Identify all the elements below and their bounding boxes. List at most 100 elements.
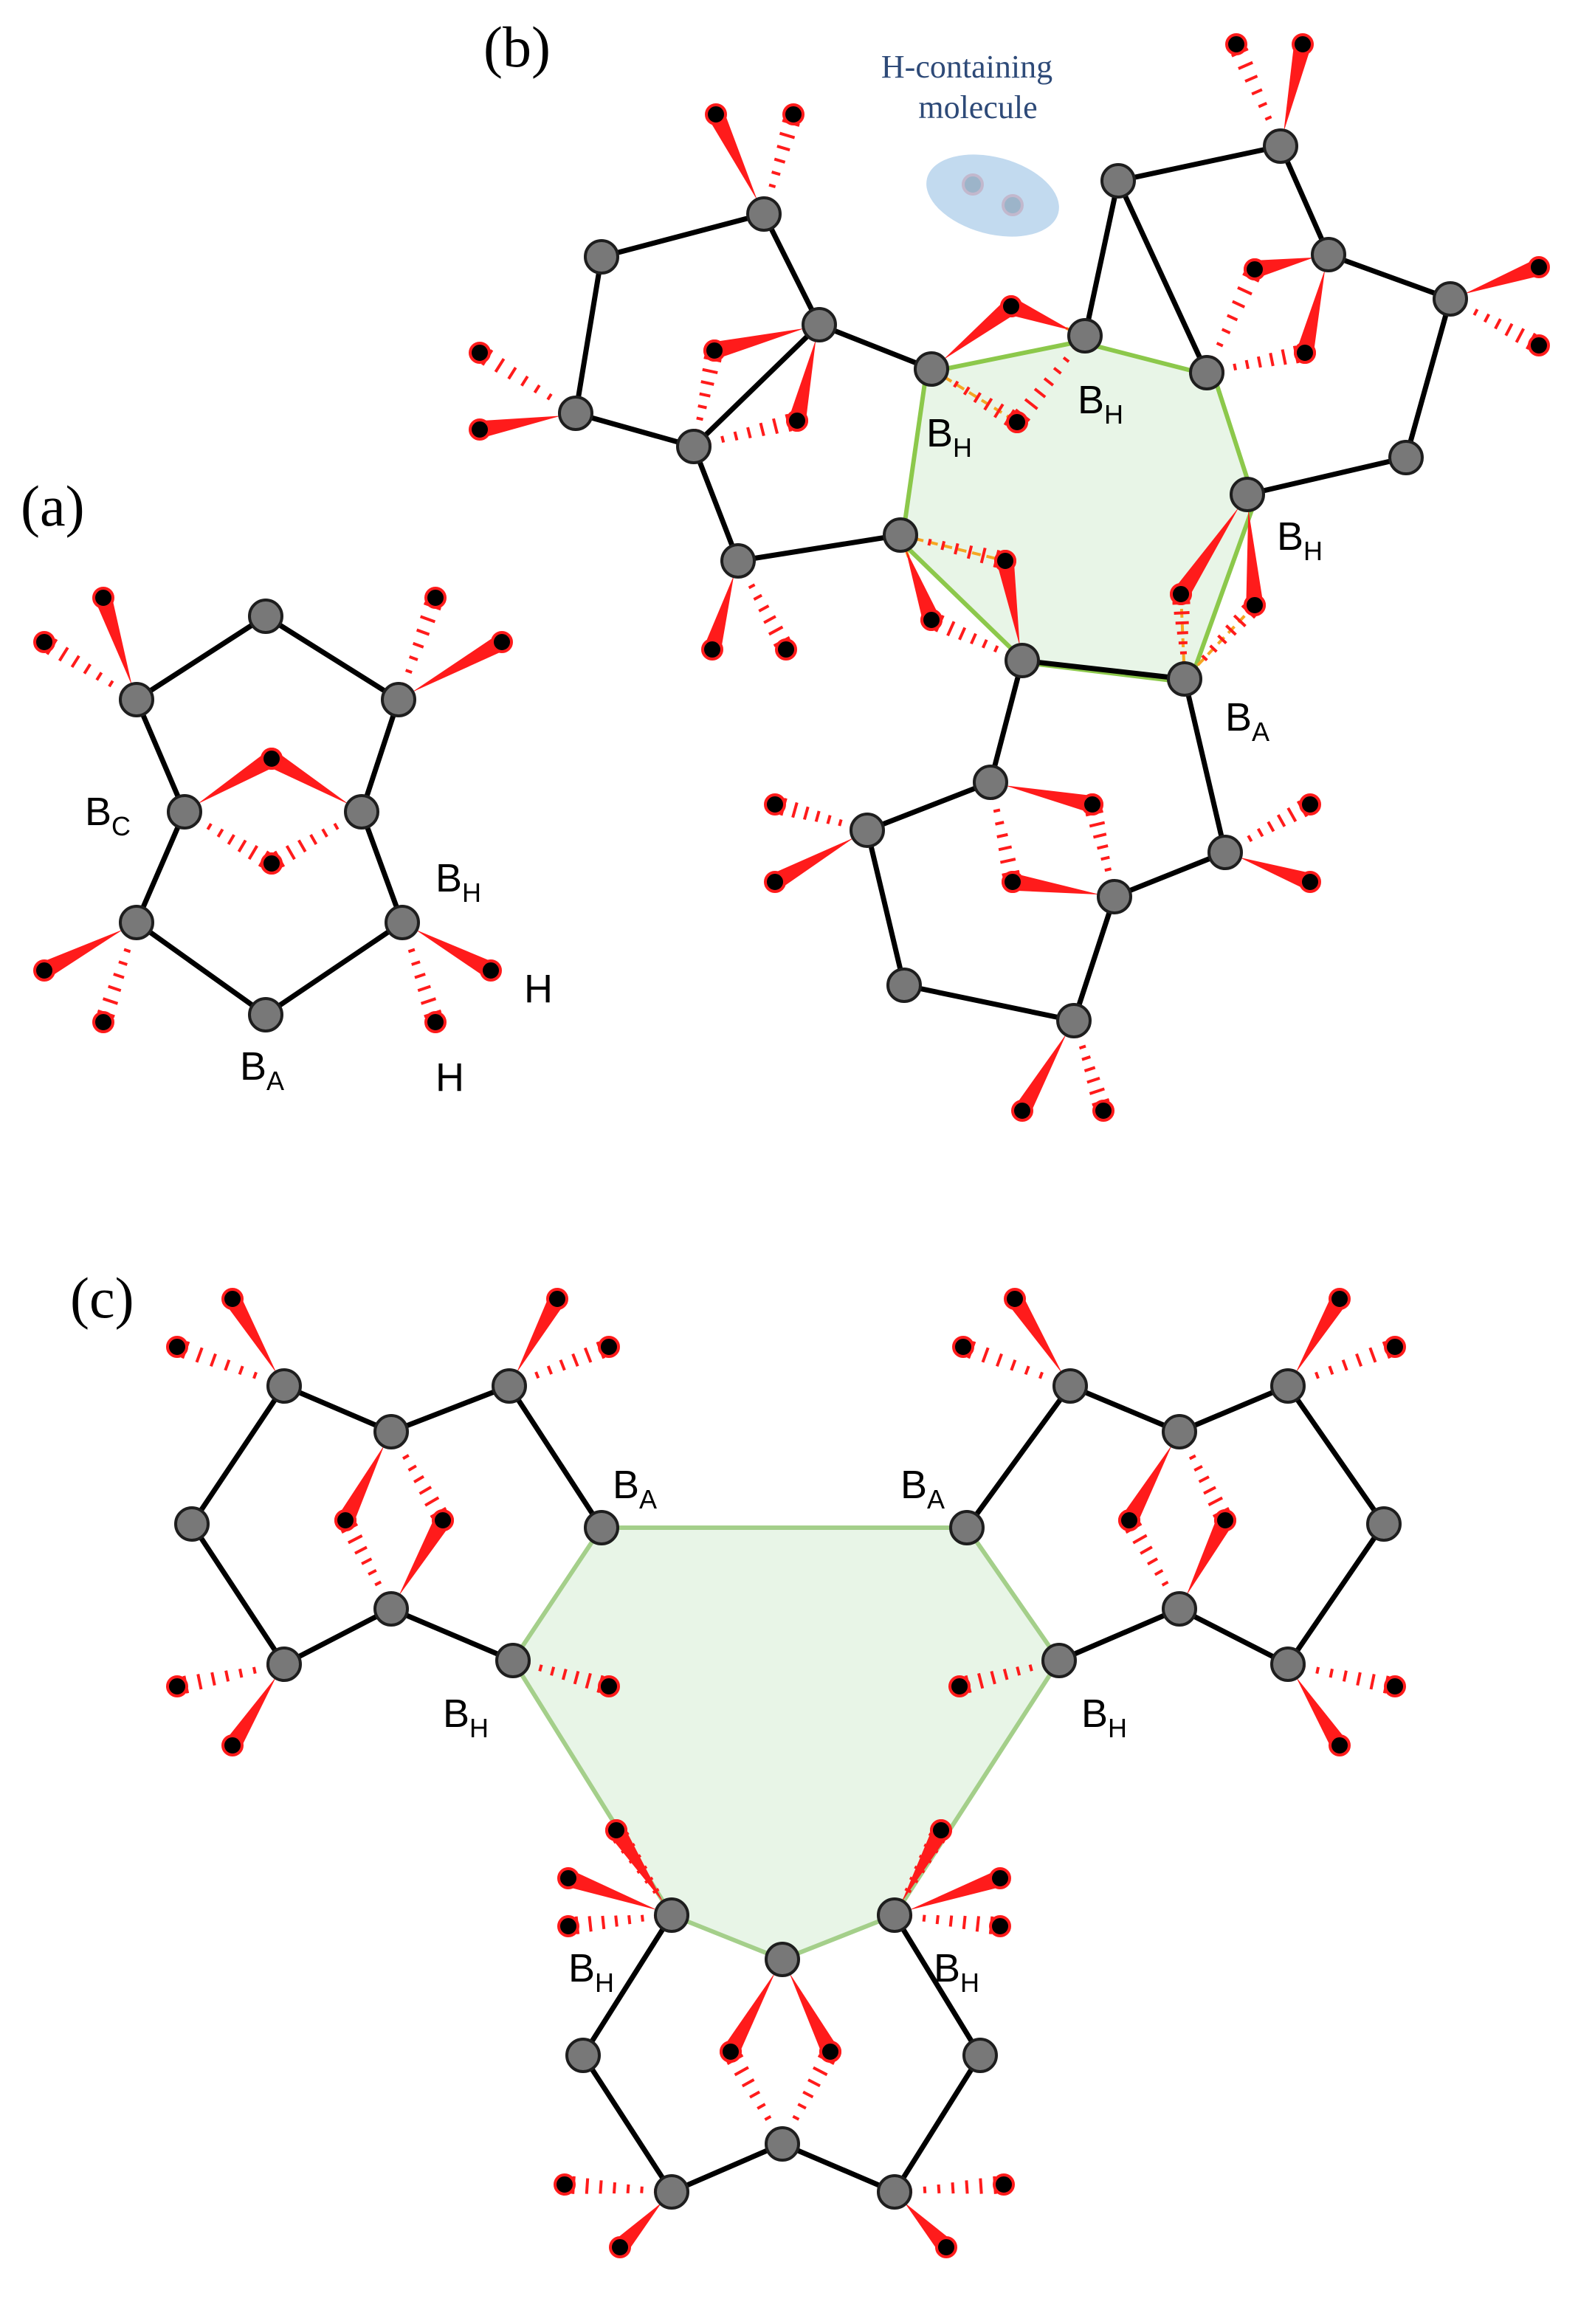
hydrogen-atom (546, 1288, 568, 1310)
hydrogen-atom (952, 1336, 974, 1358)
wedge-bond (790, 339, 816, 417)
label-ba-c1: BA (613, 1463, 657, 1514)
hydrogen-atom (554, 2173, 576, 2196)
boron-atom (1230, 477, 1265, 512)
boron-atom (914, 351, 949, 387)
wedge-bond (1258, 257, 1315, 277)
boron-atom (850, 813, 885, 848)
b-b-bond (1115, 143, 1284, 184)
hydrogen-atom (166, 1336, 188, 1358)
b-b-bond (816, 322, 934, 372)
boron-atom (886, 968, 922, 1003)
bond-layer (134, 143, 1453, 2195)
b-b-bond (599, 211, 767, 260)
b-b-bond (1285, 1383, 1387, 1527)
b-b-bond (189, 1521, 287, 1667)
hydrogen-atom (92, 1011, 114, 1033)
wedge-bond (1005, 785, 1089, 812)
boron-atom (1162, 1591, 1197, 1627)
hashed-bond (571, 2176, 658, 2194)
hydrogen-atom (1092, 1100, 1114, 1122)
hydrogen-atom (1000, 295, 1022, 317)
hydrogen-atom (819, 2041, 841, 2063)
b-b-bond (573, 254, 604, 416)
wedge-bond (1295, 1300, 1344, 1373)
hashed-bond (695, 356, 722, 433)
hydrogen-atom (609, 2236, 631, 2258)
hashed-bond (1236, 800, 1309, 847)
hydrogen-atom (1170, 583, 1192, 605)
hashed-bond (1300, 1341, 1391, 1383)
boron-atom (1311, 237, 1346, 272)
hydrogen-atom (480, 959, 502, 982)
wedge-bond (706, 575, 734, 646)
boron-atom (973, 765, 1008, 800)
wedge-bond (228, 1300, 277, 1373)
hashed-bond (196, 817, 270, 868)
b-b-bond (1019, 658, 1188, 682)
hydrogen-atom (166, 1675, 188, 1697)
wedge-bond (1018, 1033, 1067, 1110)
hashed-bond (522, 1341, 606, 1383)
wedge-bond (718, 328, 805, 357)
boron-atom (720, 543, 756, 579)
boron-atom (248, 599, 283, 634)
cage-polygon-b (899, 339, 1258, 686)
boron-atom (558, 396, 593, 431)
b-b-bond (761, 211, 822, 328)
b-b-bond (1326, 252, 1453, 302)
b-b-bond (281, 1606, 394, 1667)
wedge-bond (789, 1972, 835, 2050)
hashed-bond (1210, 272, 1260, 361)
cage-layer (510, 339, 1258, 1962)
hydrogen-atom (261, 852, 283, 875)
hydrogen-atom (221, 1288, 244, 1310)
b-b-bond (1067, 1383, 1182, 1435)
boron-atom (119, 682, 154, 717)
hydrogen-atom (432, 1509, 454, 1531)
hydrogen-atom (764, 871, 786, 893)
hydrogen-atom (1011, 1100, 1033, 1122)
boron-atom (654, 2174, 689, 2210)
boron-atom (385, 905, 420, 940)
hydrogen-atom (948, 1675, 971, 1697)
boron-atom (495, 1643, 531, 1678)
hashed-bond (909, 2176, 997, 2194)
boron-atom (1052, 1368, 1088, 1404)
b-b-bond (1115, 178, 1210, 376)
wedge-bond (415, 929, 490, 975)
hydrogen-atom (1292, 33, 1314, 55)
b-b-bond (134, 920, 269, 1018)
hydrogen-atom (775, 638, 797, 661)
hydrogen-atom (764, 793, 786, 816)
wedge-bond (1298, 269, 1326, 349)
boron-atom (492, 1368, 527, 1404)
boron-atom (248, 997, 283, 1032)
b-b-bond (359, 809, 405, 925)
b-b-bond (134, 697, 187, 815)
wedge-bond (613, 1830, 664, 1903)
hydrogen-atom (605, 1819, 627, 1841)
boron-atom (381, 682, 416, 717)
wedge-bond (46, 929, 124, 976)
b-b-bond (134, 809, 187, 925)
hashed-bond (765, 119, 800, 201)
hydrogen-atom (705, 103, 727, 125)
boron-atom (883, 517, 918, 553)
hydrogen-layer (33, 33, 1550, 2258)
boron-atom (1189, 355, 1224, 390)
boron-atom (584, 239, 619, 275)
label-bh-c3: BH (568, 1946, 614, 1998)
b-b-bond (864, 779, 993, 833)
hydrogen-atom (424, 587, 447, 609)
hashed-bond (1221, 345, 1300, 372)
hydrogen-atom (334, 1509, 356, 1531)
hydrogen-atom (786, 410, 808, 432)
b-b-bond (580, 2052, 675, 2195)
hydrogen-atom (1299, 871, 1321, 893)
panel-label-b: (b) (483, 15, 551, 79)
boron-layer (119, 128, 1468, 2210)
hydrogen-atom (993, 2173, 1015, 2196)
wedge-bond (904, 2202, 948, 2249)
